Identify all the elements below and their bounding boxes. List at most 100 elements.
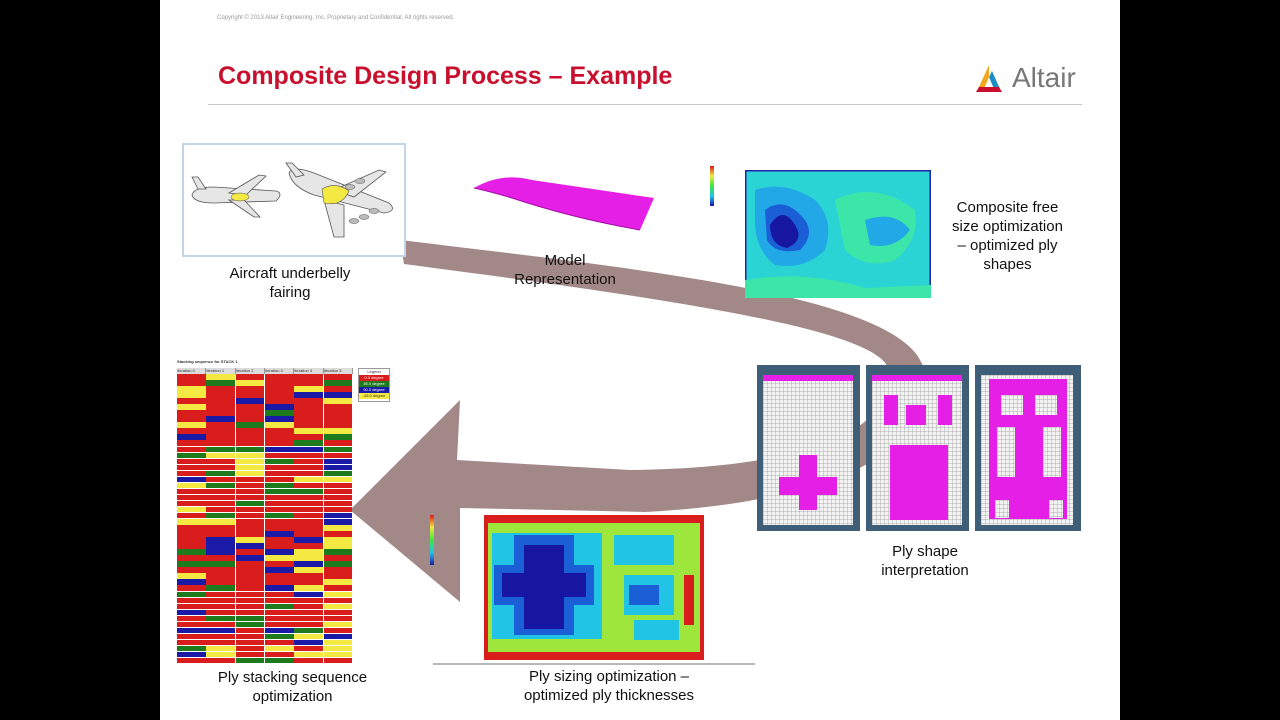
table-cell bbox=[265, 621, 294, 628]
legend-item: 90.0 degree bbox=[359, 387, 389, 393]
table-cell bbox=[294, 579, 324, 585]
table-cell bbox=[294, 422, 324, 428]
table-cell bbox=[235, 657, 265, 664]
table-cell bbox=[206, 567, 236, 573]
caption-ply-shape: Ply shape interpretation bbox=[850, 542, 1000, 580]
table-cell bbox=[206, 609, 236, 616]
slide-title: Composite Design Process – Example bbox=[218, 62, 673, 90]
table-cell bbox=[177, 531, 206, 537]
table-cell bbox=[265, 416, 294, 422]
table-cell bbox=[323, 512, 353, 519]
caption-line: Ply sizing optimization – bbox=[528, 668, 690, 685]
table-cell bbox=[235, 609, 265, 616]
table-cell bbox=[235, 555, 265, 561]
table-cell bbox=[177, 458, 206, 465]
caption-line: – optimized ply bbox=[957, 237, 1058, 254]
table-cell bbox=[294, 428, 324, 434]
table-cell bbox=[177, 597, 206, 604]
table-cell bbox=[235, 494, 265, 501]
table-cell bbox=[294, 476, 324, 483]
table-cell bbox=[294, 464, 324, 471]
table-cell bbox=[294, 597, 324, 604]
table-cell bbox=[294, 651, 324, 658]
table-cell bbox=[177, 434, 206, 440]
table-cell bbox=[177, 506, 206, 513]
table-cell bbox=[294, 506, 324, 513]
altair-logo: Altair bbox=[972, 62, 1082, 96]
model-representation-image bbox=[473, 177, 654, 231]
table-cell bbox=[206, 525, 236, 531]
table-cell bbox=[206, 597, 236, 604]
table-cell bbox=[177, 380, 206, 386]
table-cell bbox=[323, 549, 353, 555]
table-cell bbox=[235, 476, 265, 483]
table-cell bbox=[265, 440, 294, 446]
table-cell bbox=[206, 434, 236, 440]
caption-line: optimization bbox=[252, 688, 333, 705]
table-cell bbox=[265, 506, 294, 513]
ply-sizing-contour-plot bbox=[484, 515, 704, 660]
table-header-cell: Iteration 2 bbox=[236, 368, 265, 374]
table-cell bbox=[177, 609, 206, 616]
legend-item: 0.0 degree bbox=[359, 375, 389, 381]
table-cell bbox=[265, 494, 294, 501]
table-cell bbox=[323, 567, 353, 573]
table-cell bbox=[177, 410, 206, 416]
caption-sizing: Ply sizing optimization – optimized ply … bbox=[490, 667, 728, 705]
ply-shape-panel-1 bbox=[757, 365, 860, 531]
table-cell bbox=[294, 573, 324, 579]
table-cell bbox=[323, 639, 353, 646]
table-cell bbox=[177, 573, 206, 579]
table-cell bbox=[206, 561, 236, 567]
table-cell bbox=[206, 422, 236, 428]
stacking-table-title: Stacking sequence for STACK 1 bbox=[177, 359, 238, 364]
table-header-cell: Iteration 1 bbox=[206, 368, 236, 374]
table-cell bbox=[235, 386, 265, 392]
sizing-legend bbox=[430, 515, 470, 605]
table-cell bbox=[177, 416, 206, 422]
table-cell bbox=[177, 428, 206, 434]
table-cell bbox=[177, 470, 206, 477]
table-cell bbox=[294, 410, 324, 416]
table-cell bbox=[265, 555, 294, 561]
table-cell bbox=[265, 627, 294, 634]
table-cell bbox=[177, 440, 206, 446]
table-cell bbox=[294, 519, 324, 525]
table-cell bbox=[265, 434, 294, 440]
table-cell bbox=[177, 591, 206, 598]
caption-model: Model Representation bbox=[490, 251, 640, 289]
table-cell bbox=[206, 500, 236, 507]
caption-line: Ply stacking sequence bbox=[217, 669, 368, 686]
table-cell bbox=[235, 615, 265, 622]
table-cell bbox=[323, 645, 353, 652]
table-cell bbox=[265, 597, 294, 604]
table-cell bbox=[323, 621, 353, 628]
table-cell bbox=[206, 374, 236, 380]
table-cell bbox=[323, 591, 353, 598]
table-cell bbox=[323, 506, 353, 513]
table-cell bbox=[235, 645, 265, 652]
table-cell bbox=[206, 380, 236, 386]
table-cell bbox=[235, 549, 265, 555]
table-cell bbox=[206, 488, 236, 495]
table-cell bbox=[265, 488, 294, 495]
table-cell bbox=[294, 440, 324, 446]
caption-line: Ply shape bbox=[892, 543, 958, 560]
table-cell bbox=[294, 392, 324, 398]
table-cell bbox=[206, 603, 236, 610]
table-cell bbox=[235, 458, 265, 465]
table-cell bbox=[206, 458, 236, 465]
table-cell bbox=[235, 651, 265, 658]
table-cell bbox=[323, 482, 353, 489]
table-cell bbox=[323, 543, 353, 549]
table-cell bbox=[235, 416, 265, 422]
table-cell bbox=[265, 585, 294, 591]
table-cell bbox=[235, 591, 265, 598]
table-cell bbox=[235, 543, 265, 549]
table-cell bbox=[235, 410, 265, 416]
table-cell bbox=[235, 579, 265, 585]
table-cell bbox=[265, 374, 294, 380]
table-cell bbox=[235, 404, 265, 410]
